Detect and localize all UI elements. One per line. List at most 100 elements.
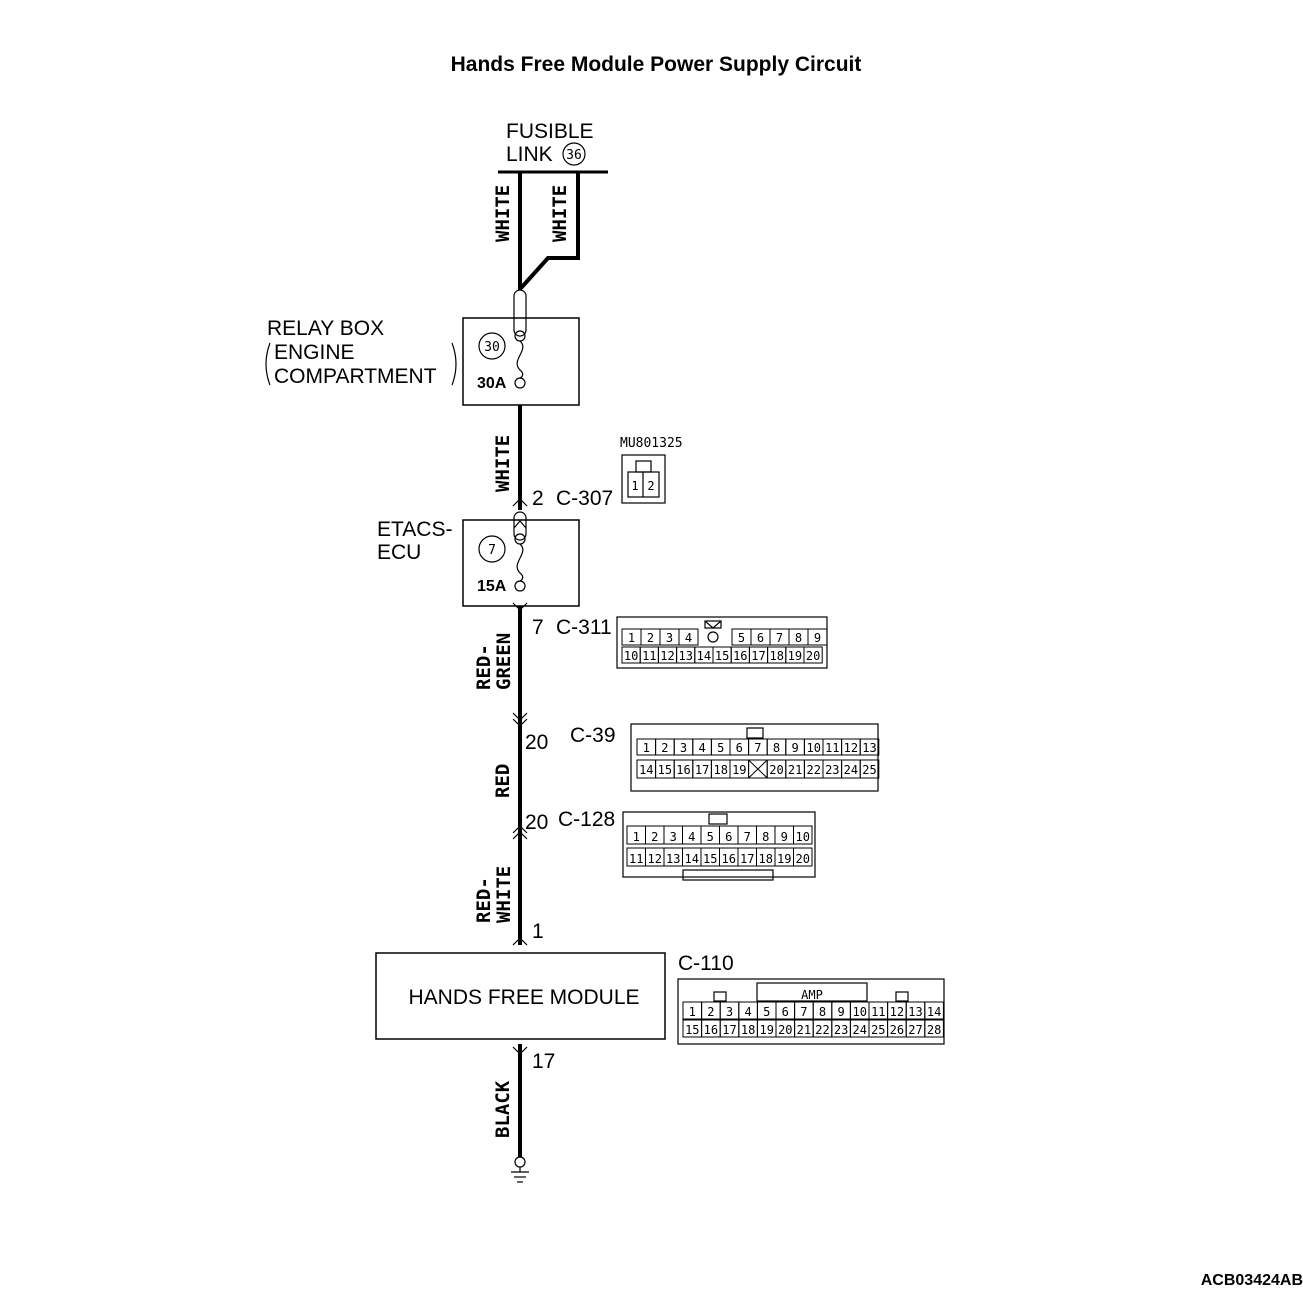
- c128-pin-cell: 15: [700, 847, 720, 867]
- c39-pin-cell: 10: [803, 738, 824, 756]
- c128-pin-number: 4: [688, 830, 695, 844]
- c311-pin-cell: 13: [676, 646, 696, 664]
- relay-box-label-line3: COMPARTMENT: [274, 365, 437, 388]
- c128-pin-cell-border: [793, 847, 813, 867]
- c311-pin-number: 9: [814, 631, 821, 645]
- c110-pin-cell: 26: [887, 1019, 907, 1038]
- etacs-label-line2: ECU: [377, 541, 421, 564]
- c128-pin-cell: 17: [737, 847, 757, 867]
- c110-pin-cell: 14: [924, 1001, 944, 1020]
- c39-pin-cell: 2: [655, 738, 675, 756]
- c128-pin-number: 14: [685, 852, 699, 866]
- c311-pin-cell: 3: [659, 628, 680, 646]
- c39-pin-number: 3: [680, 741, 687, 755]
- c110-pin-number: 11: [871, 1005, 885, 1019]
- c128-pin-number: 6: [725, 830, 732, 844]
- c39-pin-cell: 18: [710, 759, 731, 779]
- c110-pin-number: 17: [722, 1023, 736, 1037]
- fuse-7-connector: [513, 511, 527, 541]
- c311-pin-number: 16: [733, 649, 747, 663]
- c311-pin-number: 3: [666, 631, 673, 645]
- c128-pin-number: 9: [781, 830, 788, 844]
- c311-pin-number: 2: [647, 631, 654, 645]
- c110-pin-cell: 2: [701, 1001, 721, 1020]
- c311-pin-number: 19: [788, 649, 802, 663]
- c307-pin: 1: [631, 479, 638, 493]
- c110-pin-number: 3: [726, 1005, 733, 1019]
- c311-pin-label: 7: [532, 616, 544, 639]
- c39-pin-cell: 7: [748, 738, 768, 756]
- c39-pin-number: 24: [844, 763, 858, 777]
- module-pin1-label: 1: [532, 920, 544, 943]
- c39-pin-number: 4: [698, 741, 705, 755]
- c311-pin-cell: 1: [621, 628, 642, 646]
- c128-pin-number: 10: [796, 830, 810, 844]
- c128-pin-cell: 1: [626, 825, 646, 845]
- c39-pin-number: 15: [658, 763, 672, 777]
- c110-pin-cell-border: [924, 1019, 944, 1038]
- c110-pin-cell: 1: [682, 1001, 703, 1020]
- c128-pin-cell: 13: [663, 847, 683, 867]
- c110-pin-cell: 19: [756, 1019, 777, 1038]
- c39-pin-label: 20: [525, 731, 548, 754]
- c39-pin-number: 16: [676, 763, 690, 777]
- c110-pin-number: 7: [800, 1005, 807, 1019]
- c311-pin-number: 14: [697, 649, 711, 663]
- c39-pin-cell: 5: [710, 738, 731, 756]
- c39-pin-number: 21: [788, 763, 802, 777]
- c128-connector-mark-1: [512, 825, 528, 834]
- fuse-30-rating: 30A: [477, 375, 507, 392]
- c110-pin-number: 26: [890, 1023, 904, 1037]
- c39-pin-cell: 20: [766, 759, 787, 779]
- c128-pin-number: 11: [629, 852, 643, 866]
- c39-pin-cell: 6: [729, 738, 750, 756]
- c39-pin-number: 19: [732, 763, 746, 777]
- fuse-7-number-circle: [478, 535, 506, 563]
- c311-pin-number: 15: [715, 649, 729, 663]
- c110-pin-number: 2: [707, 1005, 714, 1019]
- c128-pin-number: 19: [777, 852, 791, 866]
- c311-pin-cell: 18: [767, 646, 787, 664]
- c39-pin-cell: 12: [841, 738, 861, 756]
- c110-pin-number: 28: [927, 1023, 941, 1037]
- c128-pin-cell: 3: [663, 825, 683, 845]
- c110-pin-cell: 23: [831, 1019, 851, 1038]
- c110-pin-cell: 8: [812, 1001, 833, 1020]
- c311-pin-cell: 9: [807, 628, 828, 646]
- c110-pin-number: 18: [741, 1023, 755, 1037]
- relay-box-label-line1: RELAY BOX: [267, 317, 384, 340]
- red-green-wire-label-line2: GREEN: [493, 633, 515, 690]
- relay-box-paren-left: [265, 342, 271, 386]
- c39-pin-cell-border: [859, 738, 880, 756]
- c311-pin-number: 5: [738, 631, 745, 645]
- c311-name: C-311: [556, 616, 612, 639]
- c110-pin-cell: 5: [756, 1001, 777, 1020]
- c307-part-number: MU801325: [620, 436, 683, 451]
- c128-pin-cell-border: [793, 825, 813, 845]
- c311-pin-number: 17: [751, 649, 765, 663]
- red-green-wire-label-line1: RED-: [473, 644, 495, 690]
- fusible-link-number-circle: [562, 142, 586, 166]
- white-main-wire-label: WHITE: [492, 185, 514, 242]
- c110-pin-cell: 11: [868, 1001, 889, 1020]
- c110-pin-number: 4: [744, 1005, 751, 1019]
- c311-pin-cell: 10: [621, 646, 641, 664]
- c110-pin-cell: 15: [682, 1019, 703, 1038]
- c39-blank-cell: [748, 759, 768, 779]
- etacs-ecu: ETACS- ECU 7 15A: [377, 511, 580, 607]
- hands-free-module: HANDS FREE MODULE: [375, 952, 666, 1040]
- ground-terminal: [514, 1156, 526, 1168]
- c128-pin-cell: 16: [719, 847, 739, 867]
- c110-pin-number: 20: [778, 1023, 792, 1037]
- c39-pin-number: 6: [736, 741, 743, 755]
- fuse-7-element: [516, 543, 524, 582]
- c110-pin-number: 16: [704, 1023, 718, 1037]
- c110-pin-cell: 7: [794, 1001, 814, 1020]
- c128-pin-number: 20: [796, 852, 810, 866]
- c311-key-circle: [707, 631, 719, 643]
- c39-pin-number: 11: [825, 741, 839, 755]
- c311-pin-number: 13: [678, 649, 692, 663]
